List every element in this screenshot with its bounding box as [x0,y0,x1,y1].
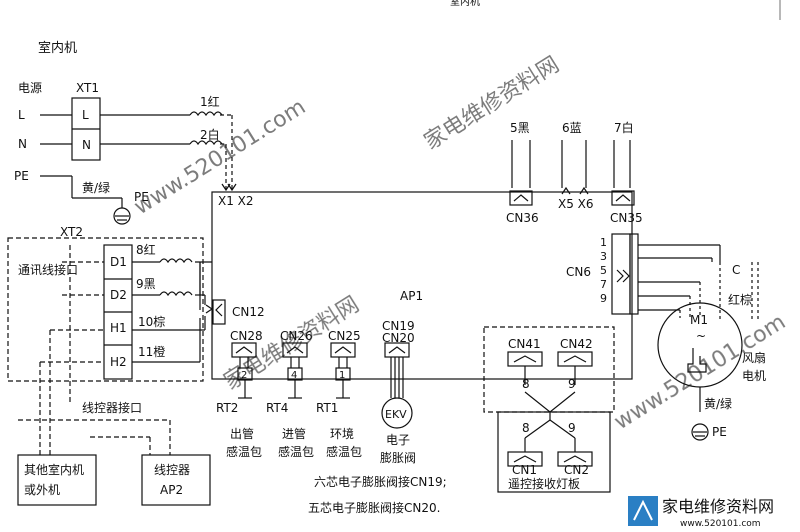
wire-n: 2白 [200,127,220,142]
rt2-text2: 感温包 [226,444,262,459]
logo-url: www.520101.com [680,519,761,529]
receiver-board-box [497,411,611,493]
ekv-label: EKV [385,408,407,421]
rt2-label: RT2 [216,401,238,415]
cn6-pin-1: 1 [600,236,607,249]
wire-controller-box [141,454,211,506]
cn26-label: CN26 [280,329,313,343]
other-units-line2: 或外机 [24,483,60,497]
rt2-text1: 出管 [230,426,254,441]
line-pe: PE [14,169,29,183]
site-logo: 家电维修资料网 www.520101.com [628,496,774,529]
wire-6: 6蓝 [562,121,582,135]
term-h1: H1 [110,321,127,335]
page-title: 室内机 [38,40,77,56]
logo-text: 家电维修资料网 [662,497,774,516]
ekv-text1: 电子 [386,433,410,447]
recv-8-bottom: 8 [522,421,530,435]
cn19-label: CN19 [382,319,415,333]
rt4-text1: 进管 [282,426,306,441]
term-h2: H2 [110,355,127,369]
cn6-label: CN6 [566,265,591,279]
motor-ground-pe: PE [712,425,727,439]
controller-line1: 线控器 [154,463,190,477]
motor-id: M1 [690,313,708,327]
term-d2: D2 [110,288,127,302]
cn6-pin-5: 5 [600,264,607,277]
cn6-pin-7: 7 [600,278,607,291]
ekv-valve [381,397,413,429]
other-units-box [17,454,97,506]
motor-label2: 电机 [742,369,766,383]
controller-port-label: 线控器接口 [82,400,142,415]
ekv-text2: 膨胀阀 [380,451,416,465]
motor-colors: 红棕 [728,292,752,307]
xt1-n: N [82,138,91,152]
wire-9: 9黑 [136,277,156,291]
cn42-label: CN42 [560,337,593,351]
rt1-text1: 环境 [330,426,354,441]
cn6-pin-9: 9 [600,292,607,305]
term-d1: D1 [110,255,127,269]
other-units-line1: 其他室内机 [24,462,84,477]
note-2: 五芯电子膨胀阀接CN20. [308,500,440,515]
ground-wire: 黄/绿 [82,180,110,195]
ap1-label: AP1 [400,289,423,303]
rt1-pin: 1 [339,370,345,381]
cn35-label: CN35 [610,211,643,225]
wire-11: 11橙 [138,344,165,359]
wire-5: 5黑 [510,121,530,135]
x5x6-label: X5 X6 [558,197,594,211]
sensor-connectors [231,342,356,399]
motor-ground-wire: 黄/绿 [704,396,732,411]
xt1-l: L [82,108,89,122]
rt1-label: RT1 [316,401,338,415]
comm-label: 通讯线接口 [18,262,78,277]
cn25-label: CN25 [328,329,361,343]
motor-label1: 风扇 [742,350,766,365]
wire-l: 1红 [200,94,220,109]
cn2-label: CN2 [564,463,589,477]
wire-10: 10棕 [138,314,165,329]
cn1-label: CN1 [512,463,537,477]
watermark-text: 家电维修资料网 [420,52,564,155]
xt1-label: XT1 [76,81,99,95]
ground-pe: PE [134,190,149,204]
recv-8-top: 8 [522,377,530,391]
xt2-label: XT2 [60,225,83,239]
cn36-label: CN36 [506,211,539,225]
line-n: N [18,137,27,151]
motor-symbol: ~ [696,329,706,343]
cn41-label: CN41 [508,337,541,351]
watermark: 家电维修资料网 www.520101.com 家电维修资料网 www.52010… [130,52,790,435]
main-board [211,191,633,380]
motor-c: C [732,263,740,277]
recv-9-top: 9 [568,377,576,391]
wire-8: 8红 [136,242,156,257]
rt4-label: RT4 [266,401,288,415]
wires [7,0,781,506]
cn6-pin-3: 3 [600,250,607,263]
rt2-pin: 2 [241,370,247,381]
cn28-label: CN28 [230,329,263,343]
cn12-label: CN12 [232,305,265,319]
rt4-pin: 4 [291,370,297,381]
line-l: L [18,108,25,122]
wire-7: 7白 [614,120,634,135]
controller-line2: AP2 [160,483,183,497]
labels: 室内机 室内机 电源 XT1 L N PE L N 1红 2白 黄/绿 PE X… [14,0,766,515]
x-terminals: X1 X2 [218,194,254,208]
recv-9-bottom: 9 [568,421,576,435]
rt4-text2: 感温包 [278,444,314,459]
receiver-label: 遥控接收灯板 [508,476,580,491]
header-fragment: 室内机 [450,0,480,8]
note-1: 六芯电子膨胀阀接CN19; [314,474,447,489]
rt1-text2: 感温包 [326,444,362,459]
cn20-label: CN20 [382,331,415,345]
power-label: 电源 [18,81,42,95]
